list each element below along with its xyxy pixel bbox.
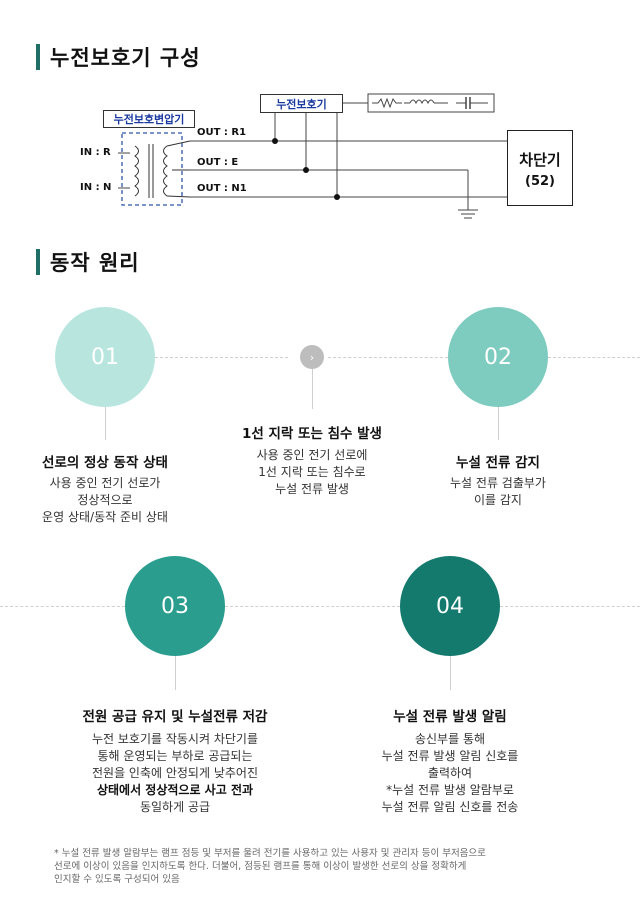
transformer-label-box: 누전보호변압기 [103, 110, 195, 128]
connector-dashed [155, 357, 288, 358]
transformer-frame [121, 132, 183, 206]
step-02-title: 누설 전류 감지 [456, 455, 540, 471]
step-02-circle: 02 [448, 307, 548, 407]
node-n1 [334, 194, 340, 200]
connector-dashed [328, 357, 448, 358]
section-title-text: 동작 원리 [50, 251, 140, 275]
step-mid-desc: 사용 중인 전기 선로에 1선 지락 또는 침수로 누설 전류 발생 [256, 448, 368, 496]
step-01-title: 선로의 정상 동작 상태 [42, 455, 168, 471]
connector-dashed [225, 606, 400, 607]
label-out-r1: OUT : R1 [197, 127, 247, 138]
section-title-text: 누전보호기 구성 [50, 46, 201, 70]
step-01-desc: 사용 중인 전기 선로가 정상적으로 운영 상태/동작 준비 상태 [42, 476, 168, 524]
step-01-stem [105, 407, 106, 440]
step-03-desc-emphasis: 상태에서 정상적으로 사고 전과 [96, 783, 254, 797]
node-r1 [272, 138, 278, 144]
step-mid-dot: › [300, 345, 324, 369]
section-title-composition: 누전보호기 구성 [36, 42, 201, 72]
step-03-number: 03 [161, 593, 189, 619]
impedance-box [367, 93, 495, 113]
label-in-r: IN : R [80, 147, 111, 158]
secondary-coil-icon [163, 145, 168, 197]
step-03-title: 전원 공급 유지 및 누설전류 저감 [82, 709, 268, 725]
transformer-label: 누전보호변압기 [113, 113, 185, 126]
connector-dashed [0, 606, 125, 607]
step-01-number: 01 [91, 344, 119, 370]
title-accent-bar [36, 44, 40, 70]
step-04-desc: 송신부를 통해 누설 전류 발생 알림 신호를 출력하여 *누설 전류 발생 알… [381, 732, 519, 814]
step-03-circle: 03 [125, 556, 225, 656]
step-mid-title: 1선 지락 또는 침수 발생 [242, 426, 382, 442]
resistor-icon [372, 97, 402, 109]
step-mid-stem [312, 369, 313, 409]
footnote: * 누설 전류 발생 알람부는 램프 점등 및 부저를 울려 전기를 사용하고 … [54, 848, 486, 885]
label-in-n: IN : N [80, 182, 112, 193]
breaker-box: 차단기 (52) [507, 130, 573, 206]
protector-label: 누전보호기 [276, 97, 327, 111]
step-03-desc-end: 동일하게 공급 [139, 800, 211, 814]
step-04-title: 누설 전류 발생 알림 [393, 709, 507, 725]
step-02-number: 02 [484, 344, 512, 370]
circuit-diagram: 누전보호변압기 누전보호기 IN : R IN : N OUT : R1 OUT… [0, 0, 640, 240]
label-out-e: OUT : E [197, 157, 239, 168]
node-e [303, 167, 309, 173]
circuit-wiring [118, 93, 507, 219]
step-04-circle: 04 [400, 556, 500, 656]
step-03-desc: 누전 보호기를 작동시켜 차단기를 통해 운영되는 부하로 공급되는 전원을 인… [91, 732, 258, 780]
breaker-name: 차단기 [519, 151, 561, 169]
inductor-icon [409, 99, 435, 105]
connector-dashed [500, 606, 640, 607]
step-03-desc-block: 누전 보호기를 작동시켜 차단기를 통해 운영되는 부하로 공급되는 전원을 인… [50, 731, 300, 816]
protector-label-box: 누전보호기 [260, 94, 343, 113]
label-out-n1: OUT : N1 [197, 183, 247, 194]
title-accent-bar [36, 249, 40, 275]
section-title-principle: 동작 원리 [36, 247, 140, 277]
primary-coil-icon [134, 145, 139, 197]
step-03-stem [175, 656, 176, 690]
step-01-circle: 01 [55, 307, 155, 407]
step-02-desc: 누설 전류 검출부가 이를 감지 [450, 476, 546, 507]
step-02-stem [498, 407, 499, 440]
connector-dashed [548, 357, 640, 358]
breaker-code: (52) [525, 174, 555, 189]
step-04-stem [450, 656, 451, 690]
chevron-right-icon: › [309, 350, 315, 364]
step-04-number: 04 [436, 593, 464, 619]
